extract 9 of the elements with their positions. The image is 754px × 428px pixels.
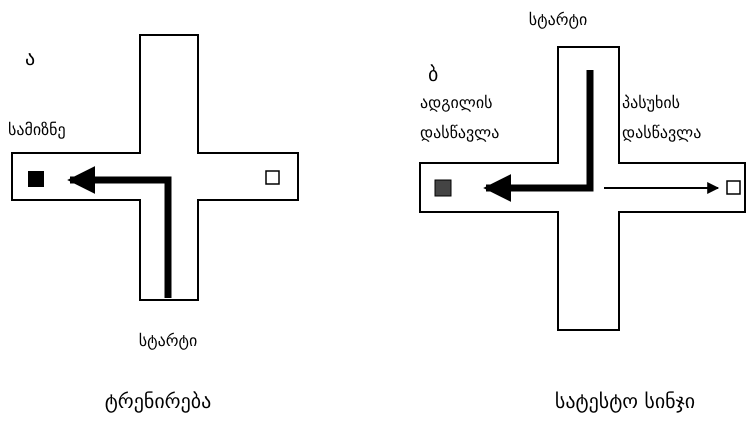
start-label: სტარტი: [138, 330, 198, 352]
panel-caption: სატესტო სინჯი: [554, 388, 696, 415]
start-label: სტარტი: [528, 9, 588, 31]
panel-letter: ბ: [428, 61, 440, 88]
goal-label: სამიზნე: [8, 119, 67, 141]
strategy-label: ადგილის დასწავლა: [420, 92, 500, 144]
strategy-label: პასუხის დასწავლა: [622, 92, 702, 144]
panel-caption: ტრენირება: [104, 388, 212, 415]
panel-letter: ა: [25, 45, 36, 72]
